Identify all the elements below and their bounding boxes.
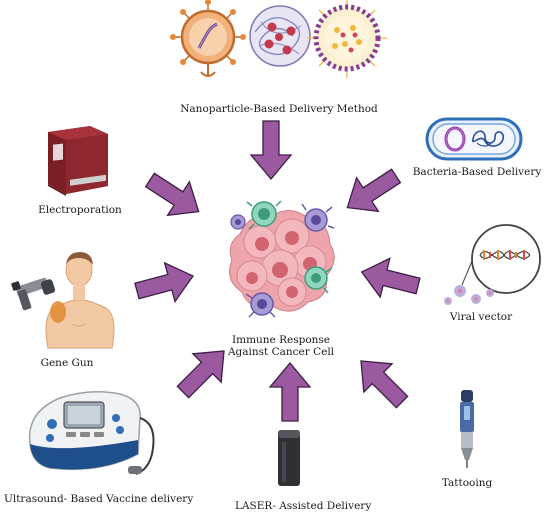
tumor-immune-cells-icon: [229, 200, 335, 318]
laser-device-icon: [278, 430, 300, 486]
gene-gun-icon: [11, 252, 115, 349]
tattoo-pen-icon: [460, 390, 474, 468]
arrow-from-tattooing: [346, 346, 417, 417]
center-label-line2: Against Cancer Cell: [227, 346, 335, 358]
gene-gun-label: Gene Gun: [40, 357, 94, 369]
laser-label: LASER- Assisted Delivery: [235, 500, 372, 512]
arrow-from-gene-gun: [131, 256, 199, 311]
nanoparticle-icon: [170, 0, 387, 78]
ultrasound-device-icon: [28, 391, 155, 475]
t-cell-teal-2: [304, 266, 333, 294]
arrow-from-laser: [269, 362, 311, 422]
virus-dna-icon: [444, 224, 541, 305]
center-label: Immune Response Against Cancer Cell: [211, 334, 351, 358]
viral-vector-label: Viral vector: [449, 311, 513, 323]
bacterium-icon: [425, 117, 523, 161]
dendritic-cell-purple: [301, 203, 335, 232]
arrow-from-ultrasound: [168, 336, 239, 407]
ultrasound-label: Ultrasound- Based Vaccine delivery: [4, 493, 194, 505]
bacteria-label: Bacteria-Based Delivery: [412, 166, 542, 178]
arrow-from-nanoparticle: [250, 120, 292, 180]
t-cell-teal: [246, 200, 282, 230]
arrow-from-electroporation: [138, 162, 211, 230]
electroporation-label: Electroporation: [38, 204, 122, 216]
tattooing-label: Tattooing: [441, 477, 493, 489]
immune-cell-purple-bottom: [245, 292, 276, 318]
arrow-from-bacteria: [335, 158, 408, 226]
nanoparticle-label: Nanoparticle-Based Delivery Method: [180, 103, 378, 115]
electroporator-icon: [48, 126, 108, 196]
immune-cell-small-purple: [230, 214, 246, 230]
arrow-from-viral-vector: [356, 251, 424, 307]
center-label-line1: Immune Response: [231, 334, 331, 346]
